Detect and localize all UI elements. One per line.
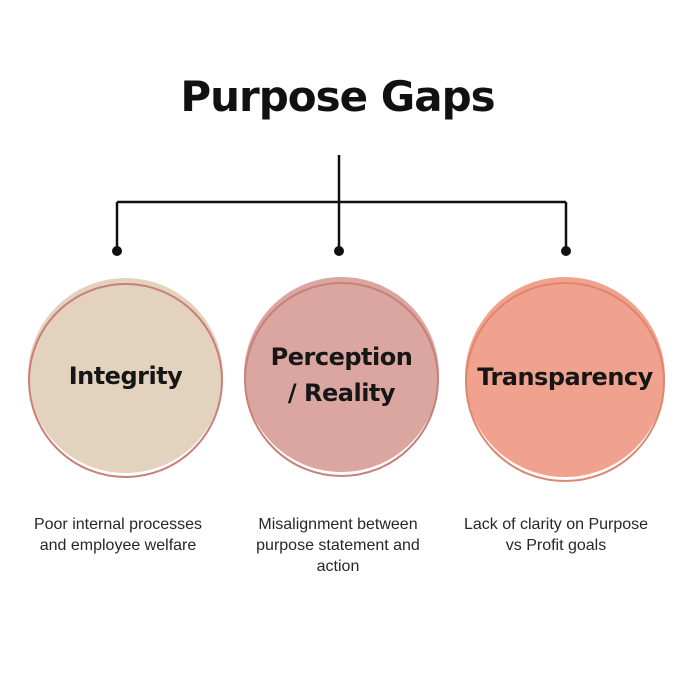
node-perception-reality: Perception / Reality: [244, 277, 439, 477]
diagram-title: Purpose Gaps: [180, 72, 495, 121]
description-line: Lack of clarity on Purpose: [463, 516, 649, 533]
circle-label-line: Integrity: [68, 361, 183, 390]
connector-dot: [112, 246, 122, 256]
circle-label-line: / Reality: [287, 378, 396, 407]
node-description: Misalignment between purpose statement a…: [223, 514, 453, 577]
description-line: Misalignment between: [258, 516, 418, 533]
circle-label-line: Perception: [270, 342, 413, 371]
circle-fill: Integrity: [28, 278, 223, 473]
circle-label: Integrity: [69, 358, 183, 394]
description-line: vs Profit goals: [505, 537, 607, 554]
description-line: and employee welfare: [39, 537, 197, 554]
circle-label-line: Transparency: [477, 363, 653, 391]
circle-fill: Transparency: [465, 277, 665, 477]
node-description: Poor internal processes and employee wel…: [3, 514, 233, 556]
circle-label: Transparency: [477, 359, 653, 395]
description-line: purpose statement and: [256, 537, 420, 554]
circle-label: Perception / Reality: [271, 339, 413, 411]
connector-dot: [334, 246, 344, 256]
connector-dot: [561, 246, 571, 256]
description-line: action: [316, 558, 360, 575]
node-integrity: Integrity: [28, 278, 223, 478]
node-transparency: Transparency: [465, 277, 665, 482]
circle-fill: Perception / Reality: [244, 277, 439, 472]
node-description: Lack of clarity on Purpose vs Profit goa…: [441, 514, 671, 556]
description-line: Poor internal processes: [33, 516, 203, 533]
